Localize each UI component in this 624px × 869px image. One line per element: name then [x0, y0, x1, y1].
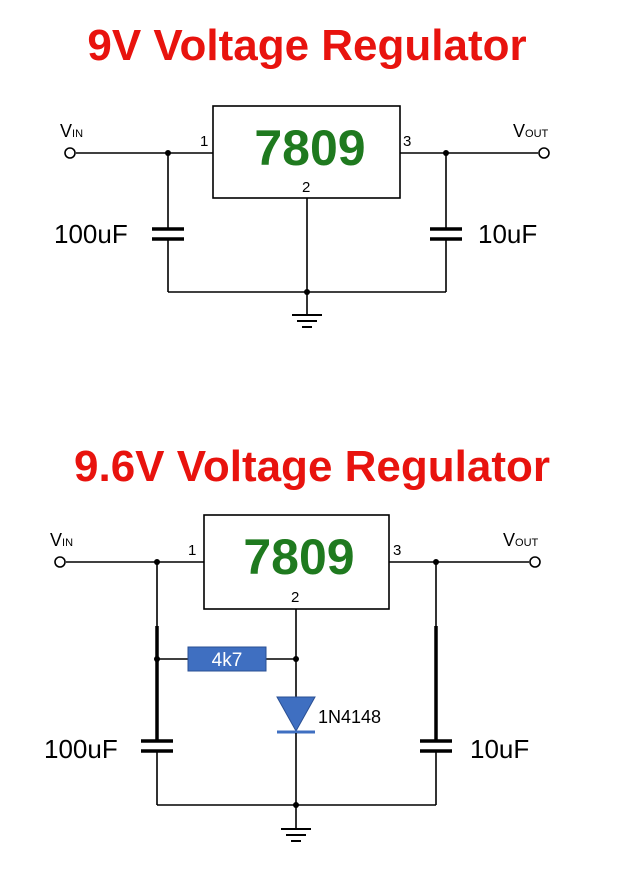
c2-regulator-box: [203, 514, 390, 610]
c2-vin-terminal: [54, 556, 66, 568]
c1-vin-terminal: [64, 147, 76, 159]
c1-cap-in-label: 100uF: [54, 219, 128, 249]
c2-vin-label: VIN: [50, 530, 73, 550]
c1-ground-icon: [292, 314, 322, 328]
c2-cap-out-label: 10uF: [470, 734, 529, 764]
c2-diode-label: 1N4148: [318, 707, 381, 727]
circuit2-schematic: 7809 1 3 2 100uF 10uF 4k7 1: [44, 514, 541, 842]
c1-vout-label: VOUT: [513, 121, 549, 141]
c1-pin2-label: 2: [302, 179, 310, 196]
c2-pin1-label: 1: [188, 542, 196, 559]
c2-vout-label: VOUT: [503, 530, 539, 550]
c2-cap-in-label: 100uF: [44, 734, 118, 764]
c2-resistor: [187, 646, 267, 672]
c1-chip-label: 7809: [254, 120, 365, 176]
circuit1-title: 9V Voltage Regulator: [87, 21, 526, 70]
circuit2-title: 9.6V Voltage Regulator: [74, 442, 550, 491]
c1-pin3-label: 3: [403, 133, 411, 150]
c2-resistor-label: 4k7: [212, 650, 243, 671]
c1-regulator-box: [212, 105, 401, 199]
c2-diode-icon: [276, 696, 316, 733]
c1-cap-out-label: 10uF: [478, 219, 537, 249]
c1-vout-terminal: [538, 147, 550, 159]
c2-vout-terminal: [529, 556, 541, 568]
circuit1-schematic: 7809 1 3 2 100uF 10uF VIN VOUT: [54, 105, 550, 328]
c1-vin-label: VIN: [60, 121, 83, 141]
c2-pin2-label: 2: [291, 589, 299, 606]
c2-chip-label: 7809: [243, 529, 354, 585]
c2-pin3-label: 3: [393, 542, 401, 559]
c2-ground-icon: [281, 828, 311, 842]
c1-pin1-label: 1: [200, 133, 208, 150]
